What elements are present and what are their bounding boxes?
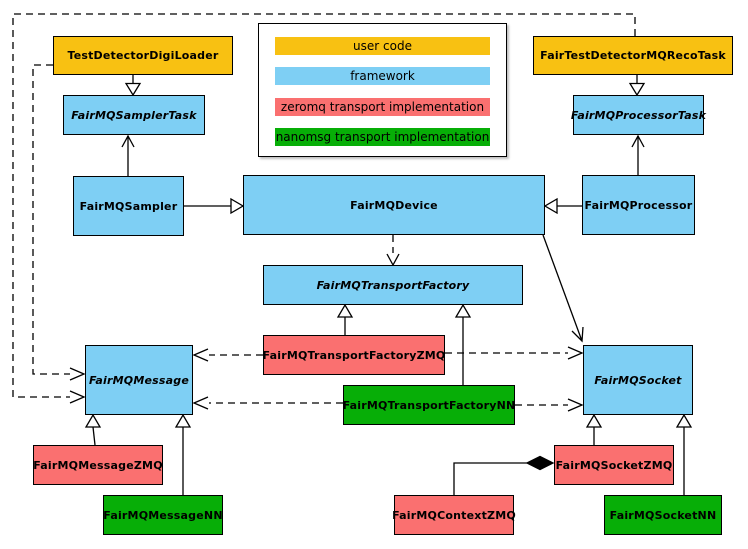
legend-item-nanomsg: nanomsg transport implementation — [275, 128, 490, 146]
edge-dependency-device-transportfactory — [386, 235, 400, 267]
edge-association-processor-processortask — [631, 134, 645, 175]
legend-item-framework: framework — [275, 67, 490, 85]
edge-dependency-factoryzmq-socket — [445, 346, 584, 360]
node-fairmqcontextzmq: FairMQContextZMQ — [392, 495, 516, 535]
edge-association-sampler-samplertask — [121, 134, 135, 176]
edge-inheritance-messagezmq-message — [84, 413, 102, 446]
legend-label: user code — [353, 39, 412, 53]
node-fairmqsamplertask: FairMQSamplerTask — [63, 95, 205, 135]
node-fairmqdevice: FairMQDevice — [243, 175, 545, 235]
node-fairmqmessage: FairMQMessage — [85, 345, 193, 415]
edge-inheritance-socketnn-socket — [675, 413, 693, 495]
node-fairtestdetectormqrecotask: FairTestDetectorMQRecoTask — [533, 36, 733, 75]
node-fairmqsocket: FairMQSocket — [583, 345, 693, 415]
edge-inheritance-factoryzmq-factory — [336, 303, 354, 335]
node-fairmqtransportfactoryzmq: FairMQTransportFactoryZMQ — [263, 335, 445, 375]
node-fairmqsocketnn: FairMQSocketNN — [604, 495, 722, 535]
edge-dependency-factoryzmq-message — [192, 348, 263, 362]
legend-box: user code framework zeromq transport imp… — [258, 23, 507, 157]
edge-dependency-recotask-message — [12, 13, 636, 404]
legend-item-user-code: user code — [275, 37, 490, 55]
node-fairmqmessagezmq: FairMQMessageZMQ — [33, 445, 163, 485]
node-fairmqmessagenn: FairMQMessageNN — [103, 495, 223, 535]
edge-dependency-digiloader-message — [32, 64, 86, 381]
node-fairmqtransportfactorynn: FairMQTransportFactoryNN — [343, 385, 515, 425]
edge-inheritance-messagenn-message — [174, 413, 192, 495]
edge-inheritance-factorynn-factory — [454, 303, 472, 385]
legend-label: zeromq transport implementation — [280, 100, 485, 114]
edge-composition-contextzmq-socketzmq — [453, 455, 555, 495]
node-testdetectordigiloader: TestDetectorDigiLoader — [53, 36, 233, 75]
edge-dependency-factorynn-socket — [515, 398, 584, 412]
legend-label: nanomsg transport implementation — [275, 130, 490, 144]
edge-inheritance-sampler-device — [184, 197, 245, 215]
edge-inheritance-processor-device — [543, 197, 582, 215]
node-fairmqsampler: FairMQSampler — [73, 176, 184, 236]
node-fairmqprocessor: FairMQProcessor — [582, 175, 695, 235]
node-fairmqtransportfactory: FairMQTransportFactory — [263, 265, 523, 305]
legend-item-zeromq: zeromq transport implementation — [275, 98, 490, 116]
edge-inheritance-digiloader-samplertask — [124, 75, 142, 97]
edge-inheritance-socketzmq-socket — [585, 413, 603, 445]
legend-label: framework — [350, 69, 415, 83]
edge-dependency-factorynn-message — [192, 396, 343, 410]
node-fairmqsocketzmq: FairMQSocketZMQ — [554, 445, 674, 485]
edge-inheritance-recotask-processortask — [628, 75, 646, 97]
node-fairmqprocessortask: FairMQProcessorTask — [571, 95, 706, 135]
edge-association-device-socket — [542, 234, 584, 343]
